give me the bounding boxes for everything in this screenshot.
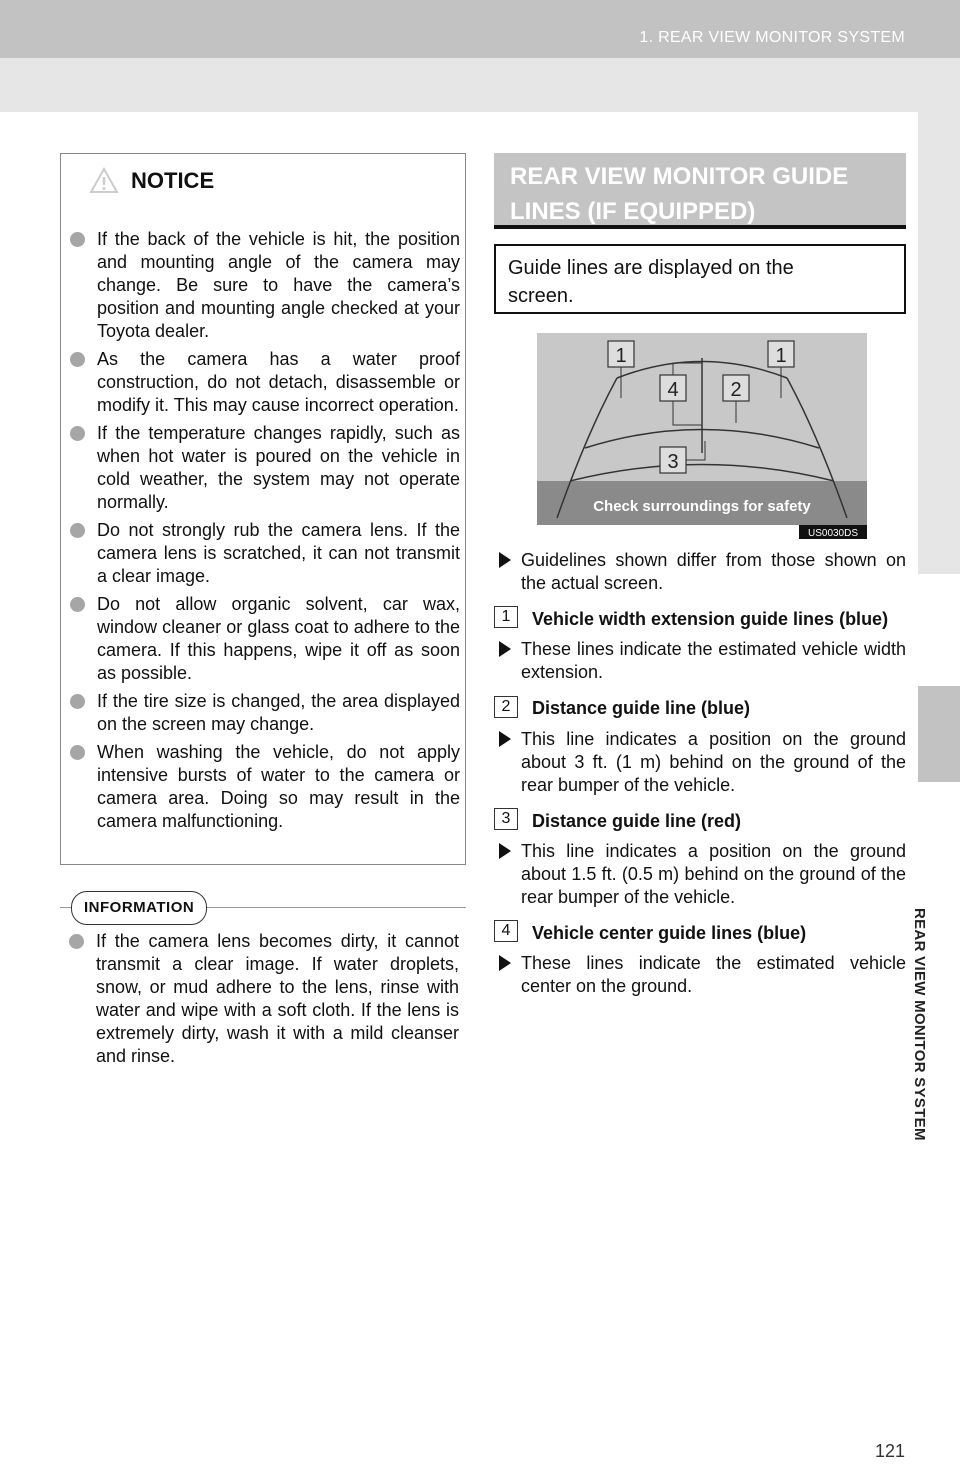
callout-1-left: 1 (615, 345, 626, 367)
guide-text: This line indicates a position on the gr… (494, 840, 906, 909)
guide-text: These lines indicate the estimated vehic… (494, 638, 906, 684)
side-tab-number: 6 (935, 670, 945, 687)
callout-3: 3 (667, 451, 678, 473)
notice-header: NOTICE (61, 154, 465, 210)
guide-text: This line indicates a position on the gr… (494, 728, 906, 797)
information-badge: INFORMATION (71, 891, 208, 925)
notice-item: Do not strongly rub the camera lens. If … (70, 519, 460, 588)
bullet-icon (70, 597, 85, 612)
bullet-icon (70, 352, 85, 367)
bullet-icon (70, 694, 85, 709)
figure-code: US0030DS (808, 528, 858, 539)
side-tab (918, 112, 960, 1392)
information-item: If the camera lens becomes dirty, it can… (69, 930, 459, 1068)
number-box: 2 (494, 695, 518, 718)
guide-descriptions: Guidelines shown differ from those shown… (494, 549, 906, 998)
notice-box: NOTICE If the back of the vehicle is hit… (60, 153, 466, 865)
triangle-bullet-icon (499, 842, 511, 859)
guide-text: These lines indicate the estimated vehic… (494, 952, 906, 998)
page-number: 121 (874, 1441, 905, 1461)
bullet-icon (69, 934, 84, 949)
header-title: 1. REAR VIEW MONITOR SYSTEM (639, 29, 905, 46)
bullet-icon (70, 523, 85, 538)
information-rule (60, 907, 466, 908)
number-box: 3 (494, 807, 518, 830)
notice-item: Do not allow organic solvent, car wax, w… (70, 593, 460, 685)
triangle-bullet-icon (499, 552, 511, 568)
guide-lines-figure: 1 1 4 2 3 Check surroundings for safety … (537, 333, 867, 539)
header-bar (0, 0, 960, 58)
notice-item: If the temperature changes rapidly, such… (70, 422, 460, 514)
triangle-bullet-icon (499, 641, 511, 658)
callout-4: 4 (667, 379, 678, 401)
number-box: 1 (494, 606, 518, 629)
triangle-bullet-icon (499, 955, 511, 971)
notice-title: NOTICE (131, 168, 215, 193)
triangle-bullet-icon (499, 730, 511, 747)
callout-1-right: 1 (775, 345, 786, 367)
screen-caution-text: Check surroundings for safety (593, 498, 811, 515)
information-body: If the camera lens becomes dirty, it can… (69, 930, 459, 1073)
notice-item: If the tire size is changed, the area di… (70, 690, 460, 736)
intro-bullet: Guidelines shown differ from those shown… (494, 549, 906, 595)
warning-icon (89, 167, 119, 193)
notice-item: When washing the vehicle, do not apply i… (70, 741, 460, 833)
section-summary: Guide lines are displayed on the screen. (494, 244, 906, 314)
section-title: REAR VIEW MONITOR GUIDE LINES (IF EQUIPP… (494, 153, 906, 229)
notice-item: If the back of the vehicle is hit, the p… (70, 228, 460, 343)
callout-2: 2 (730, 379, 741, 401)
notice-list: If the back of the vehicle is hit, the p… (70, 228, 460, 838)
bullet-icon (70, 426, 85, 441)
number-box: 4 (494, 920, 518, 942)
bullet-icon (70, 232, 85, 247)
side-tab-label: REAR VIEW MONITOR SYSTEM (911, 908, 928, 1141)
notice-item: As the camera has a water proof construc… (70, 348, 460, 417)
bullet-icon (70, 745, 85, 760)
